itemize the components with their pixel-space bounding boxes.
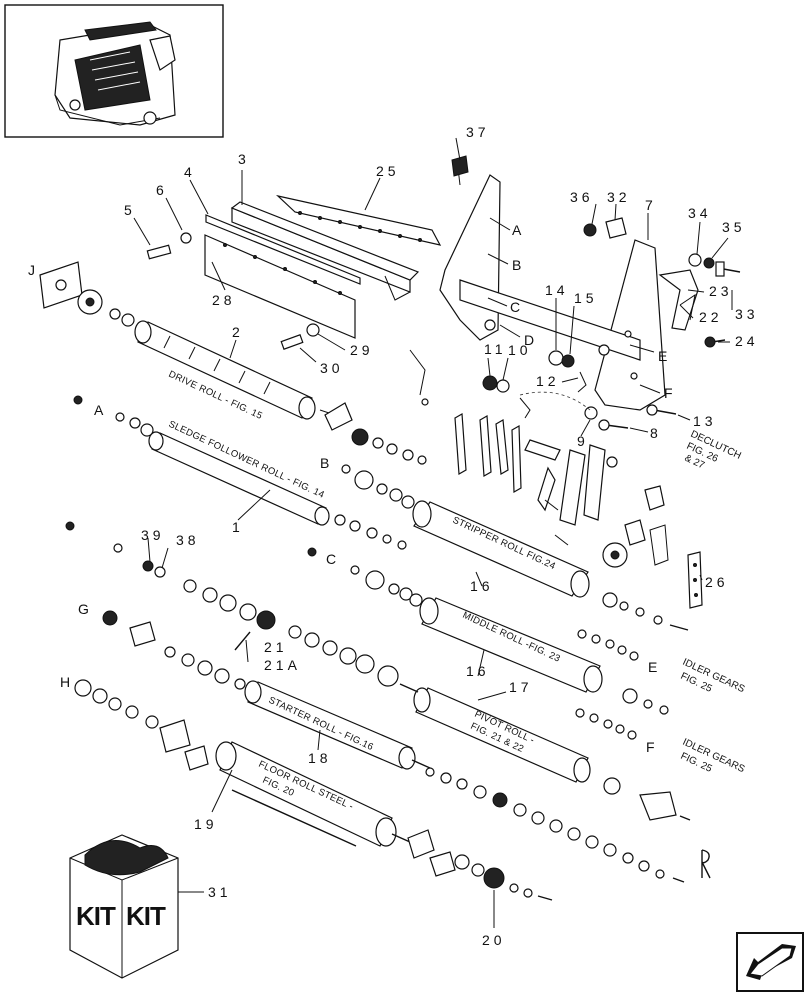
callout-31: 31: [208, 884, 232, 900]
callout-6: 6: [156, 182, 168, 198]
callout-16-stripper: 16: [470, 578, 494, 594]
letter-c-frame: C: [510, 299, 520, 315]
frame-hardware: [482, 217, 741, 431]
letter-g: G: [78, 601, 89, 617]
callout-16-middle: 16: [466, 663, 490, 679]
shaft-hardware-row-g: [102, 610, 251, 690]
callout-7: 7: [645, 197, 657, 213]
callout-20: 20: [482, 932, 506, 948]
callout-numbers: 37 3 25 36 32 7 34 35 6 4 5 23 33 22 14 …: [124, 124, 759, 948]
callout-35: 35: [722, 219, 746, 235]
callout-10: 10: [508, 342, 532, 358]
side-frame-parts: [439, 155, 699, 411]
callout-33: 33: [735, 306, 759, 322]
reference-letters: A B C D E F J A B C G H E F: [28, 222, 673, 755]
callout-9: 9: [577, 433, 589, 449]
shaft-hardware-row-h: [74, 679, 209, 771]
kit-label-left: KIT: [76, 901, 116, 931]
callout-5: 5: [124, 202, 136, 218]
callout-28: 28: [212, 292, 236, 308]
shaft-hardware-row-lower: [425, 767, 685, 883]
shaft-hardware-row-1: [65, 521, 399, 687]
callout-18: 18: [308, 750, 332, 766]
callout-29: 29: [350, 342, 374, 358]
sledge-follower-roll: [73, 395, 407, 550]
callout-14: 14: [545, 282, 569, 298]
callout-4: 4: [184, 164, 196, 180]
letter-h: H: [60, 674, 70, 690]
r-mark-icon: [701, 849, 711, 879]
letter-c-shaft: C: [326, 551, 336, 567]
callout-34: 34: [688, 205, 712, 221]
letter-e-frame: E: [658, 348, 667, 364]
callout-1: 1: [232, 519, 244, 535]
stripper-roll: [341, 464, 689, 631]
starter-roll-label: STARTER ROLL - FIG.16: [267, 695, 375, 753]
callout-38: 38: [176, 532, 200, 548]
letter-f-frame: F: [664, 385, 673, 401]
callout-2: 2: [232, 324, 244, 340]
next-page-arrow-icon: [736, 932, 804, 992]
kit-box-icon: KIT KIT: [69, 834, 179, 979]
callout-13: 13: [693, 413, 717, 429]
callout-11: 11: [484, 341, 507, 357]
callout-8: 8: [650, 425, 662, 441]
callout-25: 25: [376, 163, 400, 179]
next-page-button[interactable]: [736, 932, 804, 992]
letter-d-frame: D: [524, 332, 534, 348]
leader-lines: [133, 137, 733, 928]
starter-roll: [244, 680, 431, 770]
callout-24: 24: [735, 333, 759, 349]
letter-a-frame: A: [512, 222, 522, 238]
callout-26: 26: [705, 574, 729, 590]
callout-36: 36: [570, 189, 594, 205]
callout-21: 21: [264, 639, 288, 655]
floor-roll-steel: [215, 741, 553, 901]
callout-12: 12: [536, 373, 560, 389]
callout-19: 19: [194, 816, 218, 832]
callout-32: 32: [607, 189, 631, 205]
callout-15: 15: [574, 290, 598, 306]
kit-label-right: KIT: [126, 901, 166, 931]
letter-b-shaft: B: [320, 455, 329, 471]
mounting-plate-j: [39, 261, 83, 309]
letter-b-frame: B: [512, 257, 521, 273]
letter-j: J: [28, 262, 35, 278]
upper-bar-parts: [146, 194, 442, 350]
callout-17: 17: [509, 679, 533, 695]
callout-39: 39: [141, 527, 165, 543]
callout-3: 3: [238, 151, 250, 167]
declutch-linkage: [409, 349, 703, 609]
callout-30: 30: [320, 360, 344, 376]
callout-23: 23: [709, 283, 733, 299]
letter-a-shaft: A: [94, 402, 104, 418]
side-labels: DECLUTCH FIG. 26 & 27 IDLER GEARS FIG. 2…: [679, 429, 747, 776]
callout-37: 37: [466, 124, 490, 140]
middle-roll: [307, 547, 669, 715]
letter-e-idler: E: [648, 659, 657, 675]
baler-thumbnail-icon: [4, 4, 224, 138]
callout-21a: 21A: [264, 657, 301, 673]
drive-roll: [77, 289, 427, 465]
pivot-roll: [399, 683, 691, 821]
letter-f-idler: F: [646, 739, 655, 755]
callout-22: 22: [699, 309, 723, 325]
idler-gear-hardware: [575, 629, 639, 740]
